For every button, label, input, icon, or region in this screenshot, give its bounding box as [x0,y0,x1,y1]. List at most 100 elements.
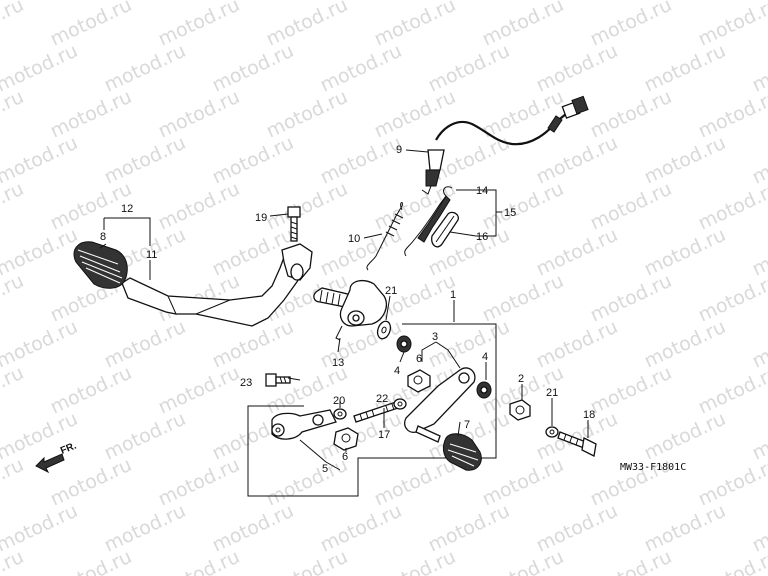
washer-21a [376,320,392,340]
watermark-text: motod.ru [263,178,351,235]
shift-spindle [313,279,387,341]
watermark-text: motod.ru [587,178,675,235]
leader-lines [99,149,589,471]
watermark-text: motod.ru [587,86,675,143]
watermark-text: motod.ru [695,270,768,327]
callout-5: 5 [322,463,328,475]
watermark-text: motod.ru [641,316,729,373]
neutral-switch [421,95,589,195]
watermark-text: motod.ru [317,500,405,557]
callout-21a: 21 [385,285,397,297]
watermark-text: motod.ru [587,362,675,419]
watermark-text: motod.ru [479,86,567,143]
callout-17: 17 [378,429,390,441]
watermark-text: motod.ru [641,40,729,97]
watermark-text: motod.ru [533,40,621,97]
watermark-text: motod.ru [749,224,768,281]
watermark-text: motod.ru [533,408,621,465]
callout-15: 15 [504,207,516,219]
shift-arm [404,367,476,443]
callout-10: 10 [348,233,360,245]
watermark-text: motod.ru [695,86,768,143]
watermark-text: motod.ru [587,0,675,51]
callout-2: 2 [518,373,524,385]
watermark-text: motod.ru [0,178,27,235]
bolt-23 [265,373,291,387]
callout-6a: 6 [416,353,422,365]
washer-21b [545,426,559,438]
bolt-18 [557,431,597,457]
watermark-text: motod.ru [533,132,621,189]
pedal-arm-5 [271,409,337,440]
watermark-text: motod.ru [101,408,189,465]
pedal-rubber [73,241,128,289]
watermark-text: motod.ru [47,0,135,51]
watermark-text: motod.ru [371,86,459,143]
watermark-text: motod.ru [641,500,729,557]
watermark-text: motod.ru [641,408,729,465]
watermark-text: motod.ru [263,86,351,143]
bearing-4a [396,335,412,353]
watermark-text: motod.ru [371,546,459,576]
watermark-text: motod.ru [749,40,768,97]
watermark-text: motod.ru [47,546,135,576]
nut-20 [333,408,347,420]
watermark-text: motod.ru [47,86,135,143]
collar-16 [431,211,459,248]
watermark-text: motod.ru [101,316,189,373]
watermark-text: motod.ru [587,546,675,576]
watermark-text: motod.ru [317,224,405,281]
diagram-code: MW33-F1801C [620,462,686,473]
watermark-text: motod.ru [749,408,768,465]
watermark-text: motod.ru [317,40,405,97]
callout-6b: 6 [342,451,348,463]
watermark-text: motod.ru [695,178,768,235]
watermark-text: motod.ru [155,454,243,511]
callouts: 12 11 8 19 10 9 14 15 16 21 1 13 3 6 4 4… [100,144,595,475]
watermark-text: motod.ru [749,132,768,189]
watermark-text: motod.ru [0,454,27,511]
watermark-text: motod.ru [749,0,768,5]
front-arrow-icon [35,453,65,474]
collar-2 [509,399,531,421]
watermark-text: motod.ru [749,500,768,557]
watermark-text: motod.ru [371,0,459,51]
watermark-text: motod.ru [695,0,768,51]
rubber-7 [442,433,482,471]
watermark-text: motod.ru [209,40,297,97]
collar-6b [333,427,359,451]
callout-21b: 21 [546,387,558,399]
watermark-text: motod.ru [47,362,135,419]
callout-9: 9 [396,144,402,156]
watermark-text: motod.ru [0,86,27,143]
callout-1: 1 [450,289,456,301]
watermark-text: motod.ru [695,454,768,511]
watermark-text: motod.ru [533,224,621,281]
spring-10 [366,202,404,271]
watermark-text: motod.ru [209,132,297,189]
assembly-frame [247,323,497,497]
watermark-text: motod.ru [479,546,567,576]
callout-3: 3 [432,331,438,343]
watermark-text: motod.ru [0,270,27,327]
callout-12: 12 [121,203,133,215]
callout-14: 14 [476,185,488,197]
callout-19: 19 [255,212,267,224]
front-marker-label: FR. [59,440,78,456]
callout-20: 20 [333,395,345,407]
watermark-text: motod.ru [479,270,567,327]
watermark-text: motod.ru [263,0,351,51]
watermark-text: motod.ru [0,362,27,419]
watermark-text: motod.ru [641,224,729,281]
watermark-text: motod.ru [101,132,189,189]
callout-4b: 4 [482,351,488,363]
watermark-text: motod.ru [587,270,675,327]
callout-4a: 4 [394,365,400,377]
watermark-text: motod.ru [533,316,621,373]
watermark-text: motod.ru [155,0,243,51]
watermark-text: motod.ru [155,178,243,235]
watermark-text: motod.ru [263,454,351,511]
collar-6a [407,369,431,393]
